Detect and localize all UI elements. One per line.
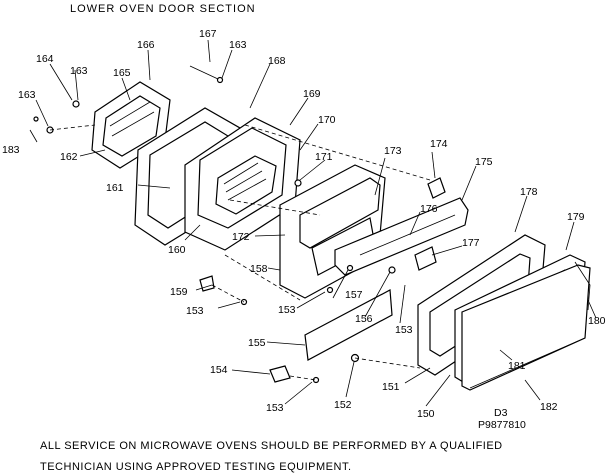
label-153-d: 153	[266, 402, 284, 414]
label-174: 174	[430, 138, 448, 150]
label-153-a: 153	[278, 304, 296, 316]
part-175-bar	[334, 197, 469, 276]
label-154: 154	[210, 364, 228, 376]
diagram-title: LOWER OVEN DOOR SECTION	[70, 3, 256, 15]
label-153-b: 153	[186, 305, 204, 317]
label-156: 156	[355, 313, 373, 325]
label-180: 180	[588, 315, 606, 327]
label-182: 182	[540, 401, 558, 413]
label-165: 165	[113, 67, 131, 79]
label-172: 172	[232, 231, 250, 243]
label-168: 168	[268, 55, 286, 67]
label-183: 183	[2, 144, 20, 156]
label-177: 177	[462, 237, 480, 249]
part-labels: 183 163 164 163 165 166 167 163 168 169 …	[2, 28, 606, 420]
label-157: 157	[345, 289, 363, 301]
service-note-line1: ALL SERVICE ON MICROWAVE OVENS SHOULD BE…	[40, 440, 503, 452]
drawing-code-line2: P9877810	[478, 419, 526, 431]
label-153-c: 153	[395, 324, 413, 336]
label-175: 175	[475, 156, 493, 168]
label-164: 164	[36, 53, 54, 65]
label-163-right: 163	[229, 39, 247, 51]
label-171: 171	[315, 151, 333, 163]
label-169: 169	[303, 88, 321, 100]
label-152: 152	[334, 399, 352, 411]
label-166: 166	[137, 39, 155, 51]
label-173: 173	[384, 145, 402, 157]
label-178: 178	[520, 186, 538, 198]
part-174-clip	[427, 177, 446, 199]
drawing-code-line1: D3	[494, 407, 508, 419]
label-155: 155	[248, 337, 266, 349]
label-181: 181	[508, 360, 526, 372]
label-163-mid: 163	[70, 65, 88, 77]
label-161: 161	[106, 182, 124, 194]
label-158: 158	[250, 263, 268, 275]
label-151: 151	[382, 381, 400, 393]
part-173-panel	[299, 177, 381, 249]
label-179: 179	[567, 211, 585, 223]
label-167: 167	[199, 28, 217, 40]
label-150: 150	[417, 408, 435, 420]
label-163-left: 163	[18, 89, 36, 101]
label-159: 159	[170, 286, 188, 298]
label-170: 170	[318, 114, 336, 126]
service-note-line2: TECHNICIAN USING APPROVED TESTING EQUIPM…	[40, 461, 352, 473]
label-160: 160	[168, 244, 186, 256]
label-176: 176	[420, 203, 438, 215]
label-162: 162	[60, 151, 78, 163]
parts-drawing	[33, 65, 591, 391]
leader-lines	[29, 39, 597, 407]
